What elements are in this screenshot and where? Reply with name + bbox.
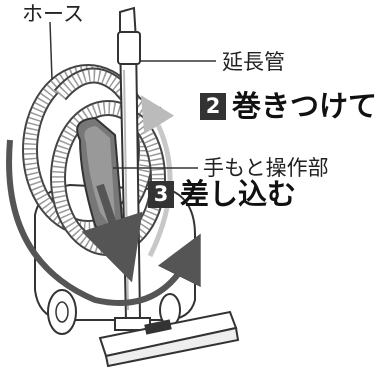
label-hose: ホース: [22, 2, 84, 26]
label-hand-grip: 手もと操作部: [203, 156, 329, 180]
insert-arrow: [81, 183, 143, 283]
step-3-text: 差し込む: [180, 177, 297, 211]
step-2-badge: 2: [200, 93, 226, 120]
label-extension-pipe: 延長管: [222, 50, 285, 74]
step-2: 2 巻きつけて: [200, 92, 377, 121]
wrap-arrow-dark: [6, 139, 201, 306]
floor-nozzle: [98, 310, 240, 368]
rear-wheel: [47, 289, 77, 335]
step-3-badge: 3: [148, 181, 174, 208]
step-3: 3 差し込む: [148, 180, 296, 209]
hose-leader-line: [49, 21, 53, 81]
step-2-text: 巻きつけて: [232, 89, 378, 123]
